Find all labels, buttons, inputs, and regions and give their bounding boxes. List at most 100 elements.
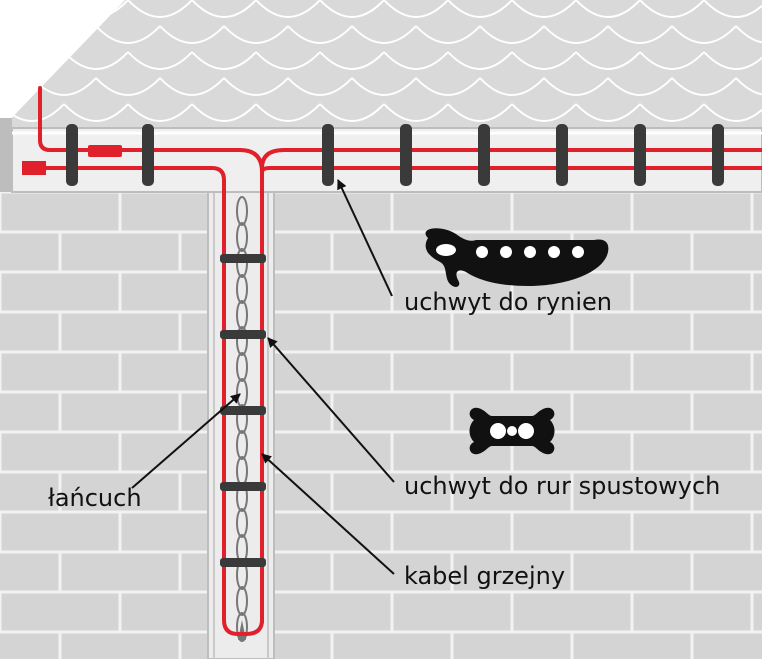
downpipe-clip [220,482,266,491]
roof-tile [63,103,129,122]
cable-run-right-lower [260,166,762,174]
roof-tile [191,103,257,122]
roof-tile [575,0,641,18]
cable-splice [88,145,122,157]
roof-tile [479,25,545,44]
chain-link [236,586,248,616]
chain [236,196,248,642]
gutter-clip [322,124,334,186]
roof-tile [255,51,321,70]
arrow-downpipe-clip [267,337,395,483]
roof-tile [607,25,673,44]
cable-return [34,166,264,636]
chain-link [236,430,248,460]
roof-tiles [0,0,762,130]
roof [0,0,762,130]
roof-tile [319,51,385,70]
roof-tile [671,25,737,44]
chain-link [236,404,248,434]
roof-tile [511,0,577,18]
roof-tile [383,0,449,18]
gutter-clip [400,124,412,186]
chain-link [236,352,248,382]
roof-tile [255,0,321,18]
label-downpipe-clip: uchwyt do rur spustowych [404,472,721,500]
cable-connector [22,161,46,175]
roof-tile [671,77,737,96]
wall-left [0,192,210,659]
roof-tile [607,77,673,96]
roof-tile [351,25,417,44]
roof-tile [31,25,97,44]
gutter-clip [142,124,154,186]
downpipe-clip [220,330,266,339]
cable-run-right-upper [260,148,762,170]
roof-tile [159,25,225,44]
roof-tile [383,103,449,122]
arrow-heating-cable [261,453,395,575]
chain-link [236,196,248,226]
roof-tile [639,0,705,18]
downpipe-clip [220,406,266,415]
roof-tile [0,25,33,44]
downpipe-clip [220,558,266,567]
roof-tile [351,77,417,96]
roof-tile [127,0,193,18]
chain-link [236,274,248,304]
chain-link [236,612,248,642]
label-chain: łańcuch [48,484,142,512]
roof-tile [543,77,609,96]
gutter-clip-icon [425,228,609,287]
gutter-clip [478,124,490,186]
roof-tile [0,0,65,18]
roof-tile [383,51,449,70]
roof-tile [511,103,577,122]
gutter-clips [66,124,724,186]
roof-tile [511,51,577,70]
roof-tile [127,51,193,70]
roof-tile [255,103,321,122]
roof-tile [575,103,641,122]
downpipe-clip [220,254,266,263]
roof-tile [575,51,641,70]
roof-tile [223,77,289,96]
gutter-clip [66,124,78,186]
roof-tile [191,0,257,18]
roof-tile [447,103,513,122]
arrow-chain [131,393,241,489]
pointer-arrows [131,179,395,575]
roof-tile [639,51,705,70]
roof-tile [319,103,385,122]
roof-tile [415,77,481,96]
roof-tile [0,103,65,122]
roof-tile [0,51,65,70]
gutter-clip [634,124,646,186]
roof-tile [447,51,513,70]
roof-tile [191,51,257,70]
downpipe-clip-icon [469,407,555,455]
roof-tile [543,25,609,44]
label-heating-cable: kabel grzejny [404,562,566,590]
roof-tile [415,25,481,44]
chain-link [236,300,248,330]
roof-tile [735,77,762,96]
roof-tile [63,51,129,70]
roof-tile [447,0,513,18]
roof-tile [287,25,353,44]
chain-link [236,326,248,356]
arrow-gutter-clip [337,179,393,297]
brick-pattern-left [0,192,210,659]
roof-tile [95,77,161,96]
label-gutter-clip: uchwyt do rynien [404,288,612,316]
roof-tile [639,103,705,122]
chain-link [236,222,248,252]
roof-tile [95,25,161,44]
gutter-clip [712,124,724,186]
gutter-clip [556,124,568,186]
roof-tile [479,77,545,96]
roof-tile [31,77,97,96]
roof-tile [223,25,289,44]
roof-tile [63,0,129,18]
roof-surface [0,0,762,130]
